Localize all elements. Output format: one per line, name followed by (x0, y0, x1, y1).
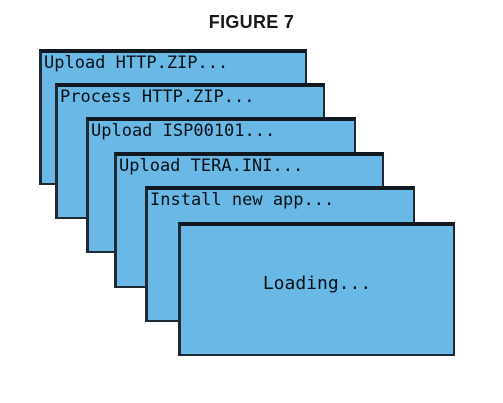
lcd-status-text: Upload HTTP.ZIP... (44, 53, 229, 73)
lcd-status-text: Install new app... (150, 190, 335, 210)
lcd-status-text: Upload TERA.INI... (119, 156, 304, 176)
lcd-status-text: Upload ISP00101... (91, 121, 276, 141)
lcd-status-text: Process HTTP.ZIP... (60, 87, 255, 107)
figure-title: FIGURE 7 (208, 12, 295, 32)
lcd-screen-loading: Loading... (178, 222, 455, 356)
lcd-loading-text: Loading... (262, 273, 372, 294)
